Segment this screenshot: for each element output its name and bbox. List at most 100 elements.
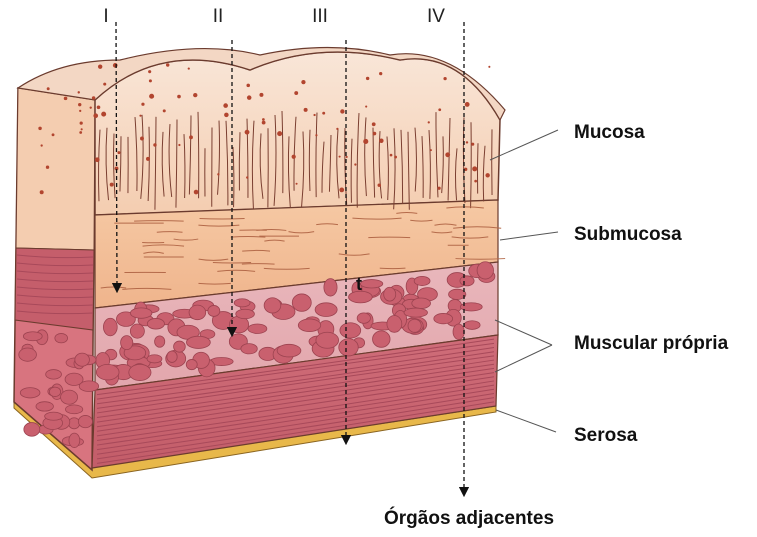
- label-mucosa: Mucosa: [574, 122, 645, 144]
- cell-dot: [47, 87, 50, 90]
- cell-dot: [277, 131, 282, 136]
- stage-label-iii: III: [312, 6, 328, 28]
- muscle-bundle: [49, 387, 60, 396]
- cell-dot: [379, 139, 383, 143]
- muscle-bundle: [414, 276, 430, 285]
- gland-strand: [477, 143, 478, 193]
- muscle-bundle: [55, 333, 68, 342]
- muscle-bundle: [19, 348, 37, 361]
- muscle-bundle: [292, 294, 311, 311]
- cell-dot: [365, 106, 367, 108]
- cell-dot: [79, 110, 81, 112]
- cell-dot: [445, 152, 450, 157]
- cell-dot: [140, 137, 144, 141]
- cell-dot: [149, 94, 154, 99]
- muscle-bundle: [298, 319, 320, 332]
- submucosa-fiber: [134, 221, 184, 222]
- cell-dot: [262, 121, 266, 125]
- muscle-bundle: [147, 355, 162, 363]
- muscle-bundle: [373, 331, 391, 347]
- cell-dot: [103, 83, 106, 86]
- muscle-bundle: [234, 299, 250, 307]
- leader-muscular-1: [495, 320, 552, 345]
- muscle-bundle: [20, 388, 40, 398]
- cell-dot: [471, 143, 474, 146]
- cell-dot: [146, 157, 150, 161]
- label-serosa: Serosa: [574, 425, 637, 447]
- muscle-bundle: [236, 309, 255, 318]
- cell-dot: [188, 67, 190, 69]
- cell-dot: [438, 108, 441, 111]
- muscle-bundle: [340, 323, 361, 338]
- cell-dot: [304, 108, 308, 112]
- muscle-bundle: [61, 390, 78, 404]
- cell-dot: [336, 128, 338, 130]
- submucosa-fiber: [368, 237, 410, 238]
- muscle-bundle: [404, 308, 427, 317]
- stage-label-i: I: [103, 6, 108, 28]
- cell-dot: [488, 66, 490, 68]
- muscle-bundle: [208, 305, 220, 316]
- cell-dot: [78, 103, 81, 106]
- stage-label-iv: IV: [427, 6, 445, 28]
- muscle-bundle: [360, 280, 382, 288]
- cell-dot: [101, 112, 106, 117]
- cell-dot: [90, 106, 92, 108]
- muscle-bundle: [186, 336, 210, 348]
- cell-dot: [443, 77, 446, 80]
- cell-dot: [117, 151, 120, 154]
- cell-dot: [394, 156, 397, 159]
- cell-dot: [354, 163, 356, 165]
- muscle-bundle: [46, 370, 62, 380]
- cell-dot: [247, 95, 252, 100]
- cell-dot: [40, 190, 44, 194]
- cell-dot: [485, 173, 489, 177]
- cell-dot: [38, 127, 41, 130]
- tumor-marker: t: [356, 274, 362, 294]
- cell-dot: [322, 112, 325, 115]
- muscle-bundle: [315, 303, 337, 317]
- cell-dot: [46, 166, 49, 169]
- muscle-bundle: [384, 287, 396, 301]
- cell-dot: [292, 155, 296, 159]
- cell-dot: [346, 156, 348, 158]
- cell-dot: [474, 180, 477, 183]
- muscle-bundle: [75, 353, 90, 366]
- left-face-mucosa: [16, 88, 95, 250]
- cell-dot: [428, 121, 430, 123]
- cell-dot: [97, 105, 101, 109]
- cell-dot: [339, 188, 344, 193]
- muscle-bundle: [449, 289, 466, 299]
- cell-dot: [372, 122, 376, 126]
- muscle-bundle: [453, 324, 464, 339]
- cell-dot: [217, 173, 219, 175]
- muscle-bundle: [36, 402, 53, 411]
- label-muscular-propria: Muscular própria: [574, 333, 728, 355]
- muscle-bundle: [387, 315, 402, 332]
- cell-dot: [92, 96, 96, 100]
- cell-dot: [224, 113, 229, 118]
- cell-dot: [390, 154, 393, 157]
- cell-dot: [153, 143, 156, 146]
- cell-dot: [262, 118, 265, 121]
- muscle-bundle: [186, 359, 197, 369]
- muscle-bundle: [460, 276, 474, 286]
- muscle-bundle: [316, 332, 339, 348]
- muscle-bundle: [241, 344, 257, 354]
- cell-dot: [245, 130, 250, 135]
- cell-dot: [178, 144, 180, 146]
- muscle-bundle: [69, 433, 80, 447]
- muscle-bundle: [264, 298, 281, 313]
- muscle-bundle: [129, 364, 151, 380]
- cell-dot: [313, 114, 315, 116]
- cell-dot: [81, 128, 83, 130]
- cell-dot: [113, 63, 118, 68]
- muscle-bundle: [339, 339, 358, 356]
- cell-dot: [139, 115, 141, 117]
- cell-dot: [437, 187, 440, 190]
- muscle-bundle: [121, 336, 133, 350]
- muscle-bundle: [167, 351, 177, 362]
- muscle-bundle: [155, 336, 165, 347]
- cell-dot: [246, 84, 250, 88]
- cell-dot: [41, 144, 43, 146]
